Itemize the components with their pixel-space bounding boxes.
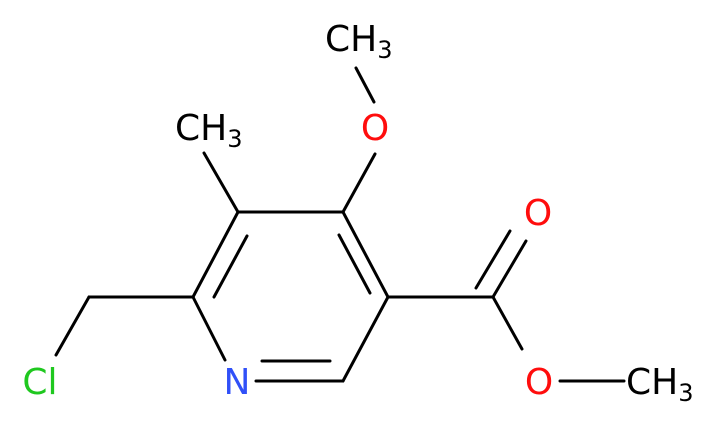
- ester-methyl-label: CH3: [626, 362, 694, 407]
- bond-n-c6: [191, 295, 227, 362]
- ester-methyl-symbol: CH: [626, 362, 678, 403]
- bond-c5-methyl: [202, 151, 240, 214]
- methoxy-methyl-symbol: CH: [325, 19, 377, 60]
- methoxy-oxygen-label: O: [361, 108, 389, 149]
- bond-c-o-double-b: [474, 229, 512, 290]
- bond-c4-o-methoxy: [341, 152, 377, 214]
- bond-c6-c5-inner: [212, 234, 249, 299]
- bond-c4-c3: [341, 210, 390, 299]
- chlorine-label: Cl: [22, 362, 57, 403]
- ester-oxygen-label: O: [525, 362, 553, 403]
- bond-o-ch3-methoxy: [354, 66, 376, 104]
- ring-nitrogen-label: N: [224, 362, 251, 403]
- bond-c3-c2: [341, 295, 390, 383]
- bond-ch2-cl: [54, 295, 91, 357]
- ring-methyl-symbol: CH: [175, 108, 227, 149]
- ester-methyl-subscript: 3: [678, 379, 693, 407]
- ring-methyl-label: CH3: [175, 108, 243, 153]
- bond-c6-c5: [191, 210, 240, 299]
- ring-methyl-subscript: 3: [227, 125, 242, 153]
- bond-c-o-ester: [491, 295, 524, 351]
- methoxy-methyl-subscript: 3: [377, 36, 392, 64]
- bond-c-o-double-a: [491, 239, 528, 299]
- bond-c4-c3-inner: [337, 233, 372, 295]
- methoxy-methyl-label: CH3: [325, 19, 393, 64]
- carbonyl-oxygen-label: O: [524, 193, 552, 234]
